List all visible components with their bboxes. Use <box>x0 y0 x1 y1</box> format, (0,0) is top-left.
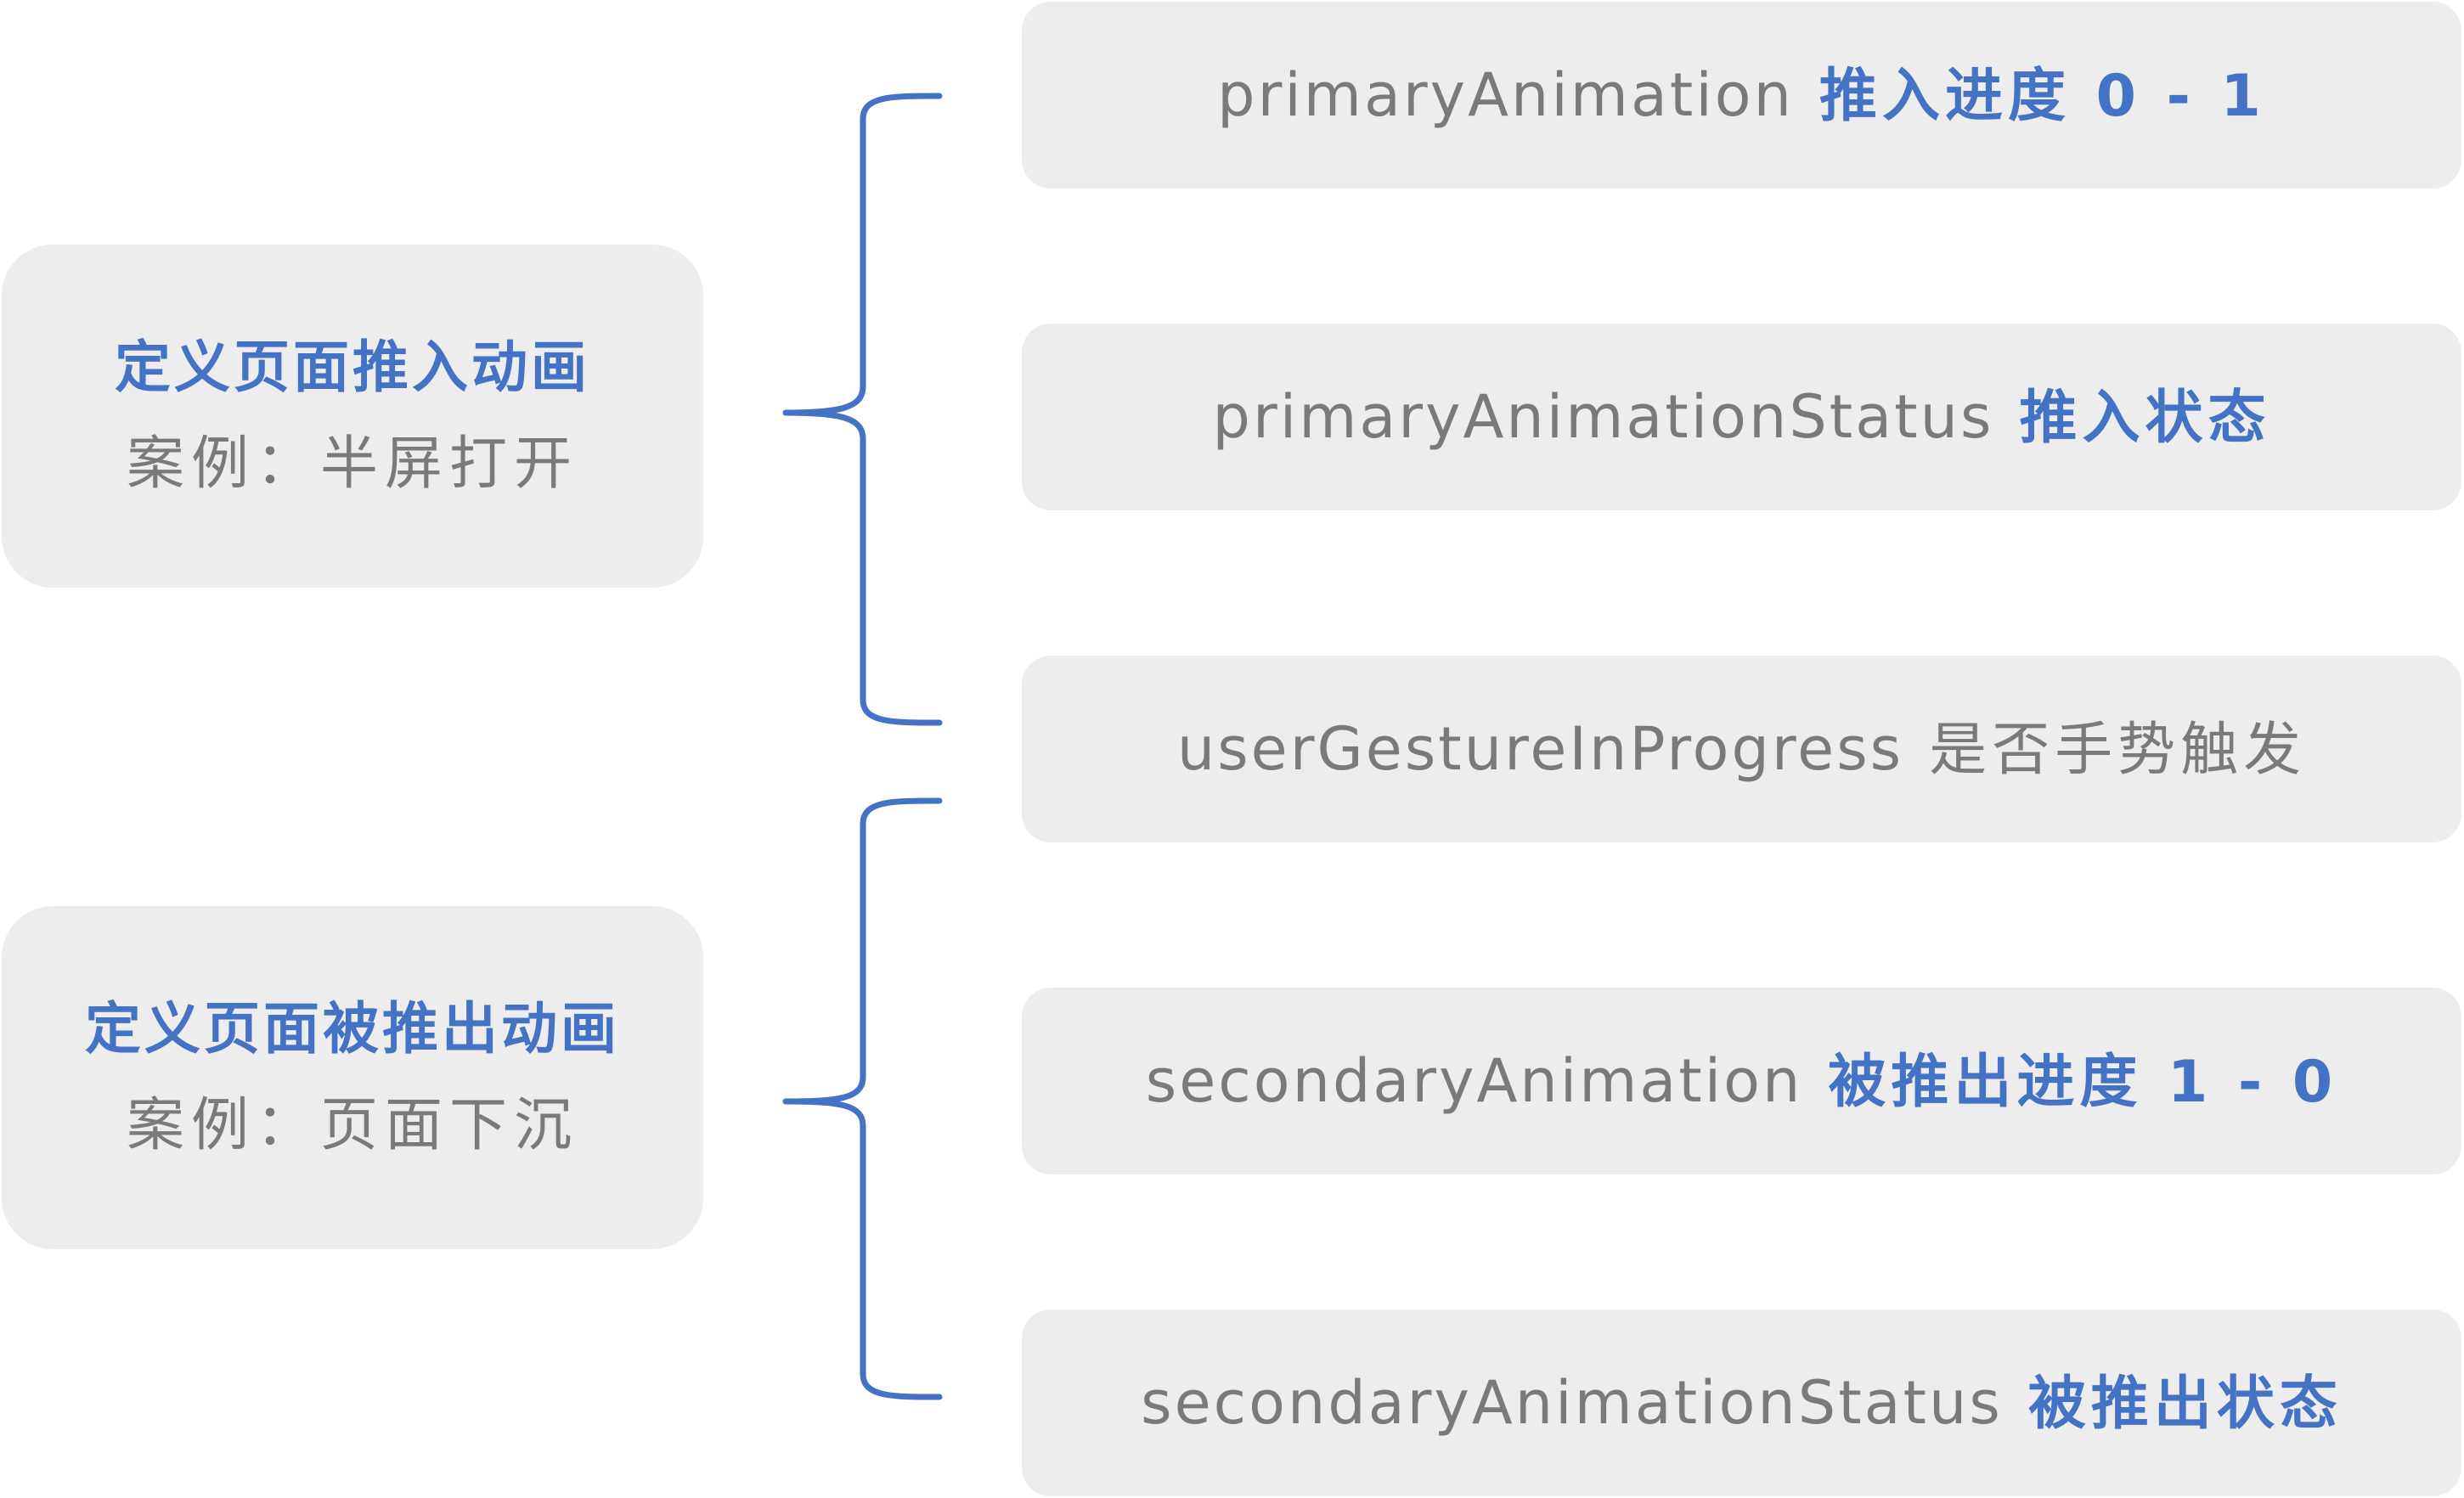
brace-push-in <box>782 93 943 726</box>
property-description: 推入状态 <box>2019 384 2271 452</box>
property-row: userGestureInProgress 是否手势触发 <box>1022 656 2461 842</box>
property-description: 被推出进度 1 - 0 <box>1828 1048 2338 1116</box>
property-name: userGestureInProgress <box>1176 713 1904 784</box>
property-description: 是否手势触发 <box>1929 716 2307 784</box>
property-description: 被推出状态 <box>2027 1370 2343 1438</box>
brace-push-out <box>782 797 943 1400</box>
property-row: secondaryAnimation 被推出进度 1 - 0 <box>1022 988 2461 1174</box>
group-title: 定义页面被推出动画 <box>85 995 620 1062</box>
group-box-push-in: 定义页面推入动画 案例：半屏打开 <box>2 245 703 588</box>
group-subtitle: 案例：页面下沉 <box>126 1091 578 1159</box>
property-row: primaryAnimationStatus 推入状态 <box>1022 324 2461 510</box>
property-row: primaryAnimation 推入进度 0 - 1 <box>1022 2 2461 189</box>
group-box-push-out: 定义页面被推出动画 案例：页面下沉 <box>2 906 703 1249</box>
property-name: primaryAnimationStatus <box>1212 381 1994 452</box>
group-subtitle: 案例：半屏打开 <box>126 430 578 498</box>
property-description: 推入进度 0 - 1 <box>1818 62 2266 130</box>
group-title: 定义页面推入动画 <box>115 334 590 400</box>
property-name: primaryAnimation <box>1217 59 1794 130</box>
property-row: secondaryAnimationStatus 被推出状态 <box>1022 1309 2461 1496</box>
property-name: secondaryAnimationStatus <box>1141 1367 2003 1438</box>
property-name: secondaryAnimation <box>1145 1045 1803 1116</box>
